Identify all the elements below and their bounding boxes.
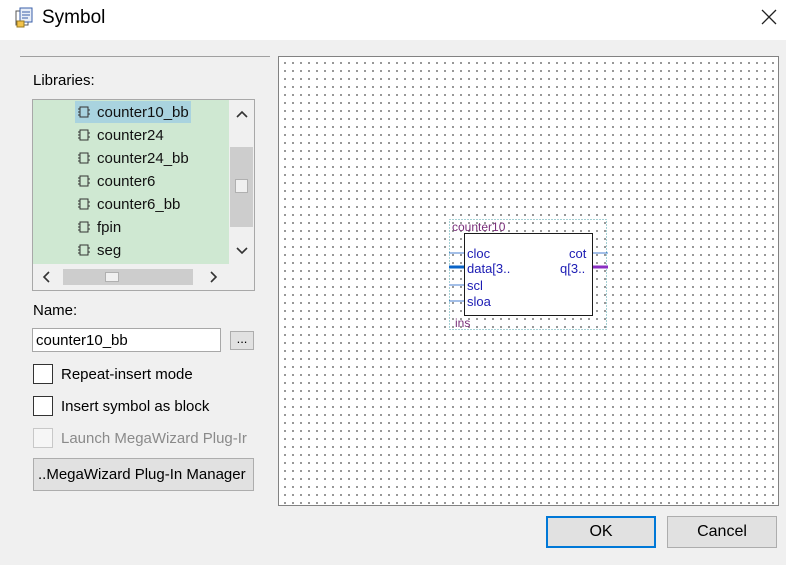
library-item-label: counter24 xyxy=(97,126,164,144)
launch-megawizard-option: Launch MegaWizard Plug-Ir xyxy=(33,427,247,449)
pin-label-cloc: cloc xyxy=(467,246,491,261)
name-input[interactable] xyxy=(32,328,221,352)
launch-megawizard-label: Launch MegaWizard Plug-Ir xyxy=(61,429,247,447)
symbol-preview: counter10 ins cloc data[3.. scl sloa cot… xyxy=(278,56,779,506)
scroll-track[interactable] xyxy=(230,147,253,227)
close-button[interactable] xyxy=(752,0,786,38)
symbol-app-icon xyxy=(14,7,36,29)
library-item-label: counter10_bb xyxy=(97,103,189,121)
hscroll-track[interactable] xyxy=(63,269,193,285)
chevron-left-icon xyxy=(42,271,50,283)
megawizard-manager-button[interactable]: MegaWizard Plug-In Manager.. xyxy=(33,458,254,491)
library-item-label: fpin xyxy=(97,218,122,236)
hscroll-thumb[interactable] xyxy=(105,272,119,282)
insert-block-checkbox[interactable] xyxy=(33,396,53,416)
repeat-insert-option[interactable]: Repeat-insert mode xyxy=(33,363,193,385)
library-item-label: seg xyxy=(97,241,122,259)
pin-label-scl: scl xyxy=(467,278,483,293)
repeat-insert-checkbox[interactable] xyxy=(33,364,53,384)
symbol-icon xyxy=(78,198,90,210)
symbol-drawing xyxy=(449,219,608,330)
libraries-tree[interactable]: counter10_bb counter24 counter24_bb coun… xyxy=(32,99,255,291)
library-item-counter24-bb[interactable]: counter24_bb xyxy=(75,147,189,169)
symbol-name-label: counter10 xyxy=(452,220,506,234)
cancel-button[interactable]: Cancel xyxy=(667,516,777,548)
symbol-bounding-box xyxy=(449,219,607,330)
symbol-icon xyxy=(78,221,90,233)
scroll-up-button[interactable] xyxy=(229,103,254,125)
library-item-counter6[interactable]: counter6 xyxy=(75,170,155,192)
symbol-body xyxy=(464,233,593,316)
symbol-icon xyxy=(78,175,90,187)
library-item-label: counter6_bb xyxy=(97,195,181,213)
pin-label-q: q[3.. xyxy=(560,261,586,276)
name-label: Name: xyxy=(33,302,78,319)
scrollbar-corner xyxy=(229,264,254,290)
repeat-insert-label: Repeat-insert mode xyxy=(61,365,193,383)
scroll-down-button[interactable] xyxy=(229,240,254,262)
symbol-icon xyxy=(78,106,90,118)
close-icon xyxy=(761,9,777,29)
separator xyxy=(20,56,270,57)
libraries-label: Libraries: xyxy=(33,72,95,89)
library-item-seg[interactable]: seg xyxy=(75,239,121,261)
launch-megawizard-checkbox xyxy=(33,428,53,448)
library-item-counter10-bb[interactable]: counter10_bb xyxy=(75,101,191,123)
chevron-right-icon xyxy=(210,271,218,283)
megawizard-manager-label: MegaWizard Plug-In Manager.. xyxy=(38,466,246,483)
scroll-thumb[interactable] xyxy=(235,179,248,193)
library-item-counter24[interactable]: counter24 xyxy=(75,124,164,146)
vertical-scrollbar[interactable] xyxy=(229,100,254,264)
horizontal-scrollbar[interactable] xyxy=(33,264,229,290)
symbol-icon xyxy=(78,129,90,141)
symbol-icon xyxy=(78,244,90,256)
symbol-icon xyxy=(78,152,90,164)
title-bar: Symbol xyxy=(0,0,786,40)
library-item-fpin[interactable]: fpin xyxy=(75,216,121,238)
insert-block-option[interactable]: Insert symbol as block xyxy=(33,395,209,417)
ok-button[interactable]: OK xyxy=(546,516,656,548)
scroll-right-button[interactable] xyxy=(203,264,225,290)
libraries-items: counter10_bb counter24 counter24_bb coun… xyxy=(33,100,229,264)
browse-button[interactable]: ... xyxy=(230,331,254,350)
insert-block-label: Insert symbol as block xyxy=(61,397,210,415)
library-item-label: counter24_bb xyxy=(97,149,189,167)
window-title: Symbol xyxy=(42,7,106,28)
pin-label-data: data[3.. xyxy=(467,261,511,276)
library-item-label: counter6 xyxy=(97,172,156,190)
pin-label-sloa: sloa xyxy=(467,294,491,309)
library-item-counter6-bb[interactable]: counter6_bb xyxy=(75,193,180,215)
instance-name-label: ins xyxy=(455,316,471,330)
chevron-down-icon xyxy=(235,247,248,255)
scroll-left-button[interactable] xyxy=(35,264,57,290)
chevron-up-icon xyxy=(235,110,248,118)
pin-label-cot: cot xyxy=(569,246,587,261)
